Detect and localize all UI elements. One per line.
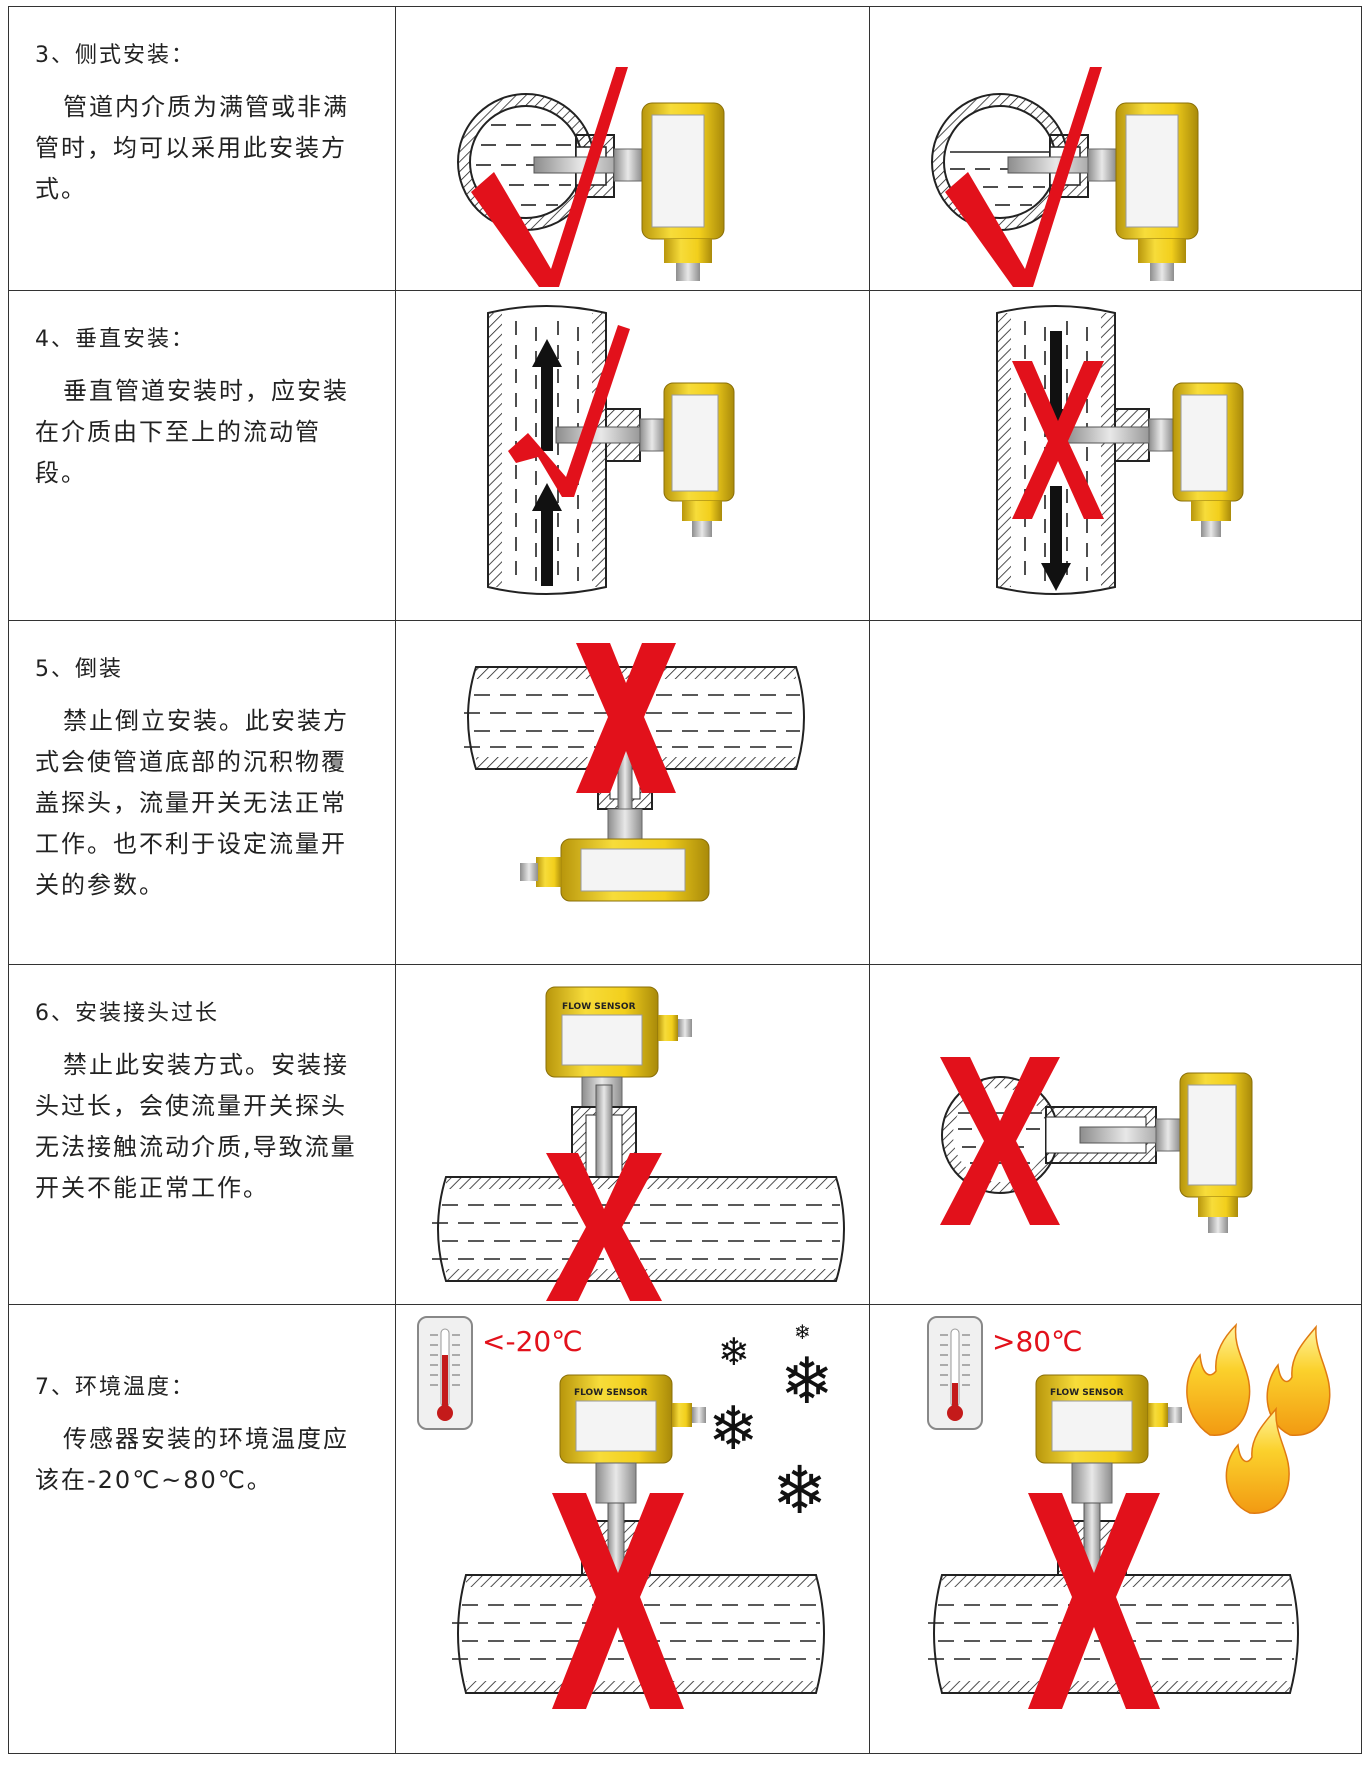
svg-text:❄: ❄ [772, 1452, 827, 1529]
thermometer-icon [417, 1316, 473, 1430]
long-fitting-side-diagram [940, 1057, 1253, 1233]
section-title: 5、倒装 [35, 657, 123, 682]
flow-sensor-icon [520, 838, 710, 902]
vertical-downflow-diagram [996, 305, 1244, 595]
flow-sensor-icon [1115, 102, 1199, 281]
text-cell: 7、环境温度： 传感器安装的环境温度应该在-20℃~80℃。 [8, 1304, 396, 1754]
flow-sensor-icon: FLOW SENSOR [1035, 1374, 1182, 1464]
section-title: 3、侧式安装： [35, 43, 195, 68]
high-temperature-diagram: >80℃ FLOW SENSOR [927, 1316, 1331, 1709]
flow-sensor-icon [663, 382, 735, 537]
snowflake-icon: ❄ ❄ ❄ ❄ ❄ [708, 1320, 834, 1529]
section-body: 管道内介质为满管或非满管时，均可以采用此安装方式。 [35, 93, 349, 203]
figure-cell: <-20℃ ❄ ❄ ❄ ❄ ❄ FLOW SENSOR [395, 1304, 870, 1754]
section-body: 传感器安装的环境温度应该在-20℃~80℃。 [35, 1425, 349, 1494]
section-title: 7、环境温度： [35, 1375, 195, 1400]
row-inverted-install: 5、倒装 禁止倒立安装。此安装方式会使管道底部的沉积物覆盖探头，流量开关无法正常… [8, 620, 1362, 965]
figure-cell [395, 620, 870, 965]
side-install-partial-diagram [931, 67, 1199, 287]
svg-text:❄: ❄ [708, 1394, 758, 1464]
svg-text:❄: ❄ [780, 1345, 834, 1419]
figure-cell [395, 290, 870, 621]
flow-sensor-icon [641, 102, 725, 281]
sensor-label: FLOW SENSOR [1050, 1388, 1124, 1398]
flow-sensor-icon [1172, 382, 1244, 537]
thermometer-icon [927, 1316, 983, 1430]
text-cell: 4、垂直安装： 垂直管道安装时，应安装在介质由下至上的流动管段。 [8, 290, 396, 621]
inverted-install-diagram [464, 643, 805, 902]
svg-text:❄: ❄ [718, 1330, 750, 1374]
sensor-label: FLOW SENSOR [574, 1388, 648, 1398]
sensor-label: FLOW SENSOR [562, 1002, 636, 1012]
high-temp-label: >80℃ [992, 1325, 1083, 1358]
low-temp-label: <-20℃ [482, 1325, 583, 1358]
row-vertical-install: 4、垂直安装： 垂直管道安装时，应安装在介质由下至上的流动管段。 [8, 290, 1362, 621]
empty-cell [869, 620, 1362, 965]
text-cell: 6、安装接头过长 禁止此安装方式。安装接头过长，会使流量开关探头无法接触流动介质… [8, 964, 396, 1305]
figure-cell: FLOW SENSOR [395, 964, 870, 1305]
section-body: 禁止倒立安装。此安装方式会使管道底部的沉积物覆盖探头，流量开关无法正常工作。也不… [35, 707, 349, 899]
row-side-install: 3、侧式安装： 管道内介质为满管或非满管时，均可以采用此安装方式。 [8, 6, 1362, 291]
install-table: 3、侧式安装： 管道内介质为满管或非满管时，均可以采用此安装方式。 [8, 6, 1362, 1754]
section-title: 6、安装接头过长 [35, 1001, 219, 1026]
figure-cell [869, 6, 1362, 291]
vertical-upflow-diagram [487, 305, 735, 595]
side-install-full-diagram [457, 67, 725, 287]
low-temperature-diagram: <-20℃ ❄ ❄ ❄ ❄ ❄ FLOW SENSOR [417, 1316, 834, 1709]
long-fitting-diagram: FLOW SENSOR [432, 986, 845, 1301]
flame-icon [1186, 1322, 1331, 1514]
section-body: 禁止此安装方式。安装接头过长，会使流量开关探头无法接触流动介质,导致流量开关不能… [35, 1051, 357, 1202]
figure-cell [395, 6, 870, 291]
figure-cell [869, 290, 1362, 621]
flow-sensor-icon: FLOW SENSOR [545, 986, 692, 1078]
figure-cell [869, 964, 1362, 1305]
row-long-fitting: 6、安装接头过长 禁止此安装方式。安装接头过长，会使流量开关探头无法接触流动介质… [8, 964, 1362, 1305]
text-cell: 5、倒装 禁止倒立安装。此安装方式会使管道底部的沉积物覆盖探头，流量开关无法正常… [8, 620, 396, 965]
flow-sensor-icon: FLOW SENSOR [559, 1374, 706, 1464]
figure-cell: >80℃ FLOW SENSOR [869, 1304, 1362, 1754]
row-ambient-temperature: 7、环境温度： 传感器安装的环境温度应该在-20℃~80℃。 <- [8, 1304, 1362, 1754]
text-cell: 3、侧式安装： 管道内介质为满管或非满管时，均可以采用此安装方式。 [8, 6, 396, 291]
svg-text:❄: ❄ [794, 1320, 811, 1344]
section-body: 垂直管道安装时，应安装在介质由下至上的流动管段。 [35, 377, 349, 487]
flow-sensor-icon [1179, 1072, 1253, 1233]
section-title: 4、垂直安装： [35, 327, 195, 352]
